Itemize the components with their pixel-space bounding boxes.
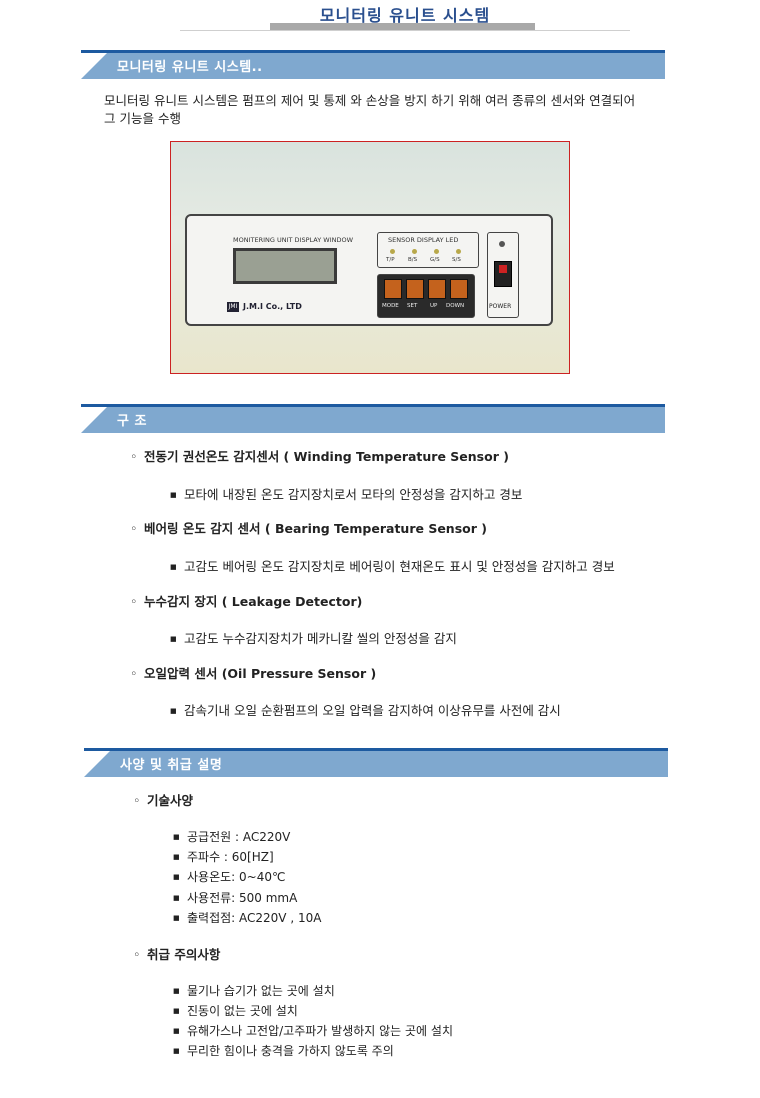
structure-item-heading: ◦베어링 온도 감지 센서 ( Bearing Temperature Sens… xyxy=(130,521,487,536)
led-indicator-icon xyxy=(412,249,417,254)
led-label: T/P xyxy=(386,257,395,263)
brand-logo-icon: JMI xyxy=(227,302,239,312)
caution-item: ■무리한 힘이나 충격을 가하지 않도록 주의 xyxy=(173,1044,394,1058)
square-bullet-icon: ■ xyxy=(170,563,177,571)
button-label: SET xyxy=(407,303,418,309)
square-bullet-icon: ■ xyxy=(170,707,177,715)
set-key-icon xyxy=(406,279,424,299)
corner-triangle-icon xyxy=(81,53,107,79)
button-label: DOWN xyxy=(446,303,465,309)
square-bullet-icon: ■ xyxy=(173,914,180,922)
sensor-led-label: SENSOR DISPLAY LED xyxy=(388,236,459,244)
power-switch-icon xyxy=(494,261,512,287)
section-header-specs: 사양 및 취급 설명 xyxy=(84,748,668,777)
title-underline xyxy=(270,23,535,30)
spec-item: ■사용전류: 500 mmA xyxy=(173,891,298,905)
lcd-display xyxy=(233,248,337,284)
page-title: 모니터링 유니트 시스템 xyxy=(319,6,491,25)
corner-triangle-icon xyxy=(84,751,110,777)
led-label: S/S xyxy=(452,257,461,263)
square-bullet-icon: ■ xyxy=(173,833,180,841)
control-button-group: MODE SET UP DOWN xyxy=(377,274,475,318)
circle-bullet-icon: ◦ xyxy=(133,947,141,962)
spec-item: ■공급전원 : AC220V xyxy=(173,830,291,844)
square-bullet-icon: ■ xyxy=(173,987,180,995)
square-bullet-icon: ■ xyxy=(170,635,177,643)
caution-item: ■물기나 습기가 없는 곳에 설치 xyxy=(173,984,335,998)
section-header-intro: 모니터링 유니트 시스템.. xyxy=(81,50,665,79)
intro-text: 모니터링 유니트 시스템은 펌프의 제어 및 통제 와 손상을 방지 하기 위해… xyxy=(104,93,636,126)
square-bullet-icon: ■ xyxy=(173,1047,180,1055)
structure-item-heading: ◦전동기 권선온도 감지센서 ( Winding Temperature Sen… xyxy=(130,449,509,464)
spec-item: ■출력접점: AC220V , 10A xyxy=(173,911,322,925)
device-panel: MONITERING UNIT DISPLAY WINDOW JMI J.M.I… xyxy=(185,214,553,326)
structure-item-heading: ◦오일압력 센서 (Oil Pressure Sensor ) xyxy=(130,666,377,681)
down-key-icon xyxy=(450,279,468,299)
power-group: POWER xyxy=(487,232,519,318)
display-window-label: MONITERING UNIT DISPLAY WINDOW xyxy=(233,236,354,244)
section-title: 모니터링 유니트 시스템.. xyxy=(117,60,263,75)
brand-name: J.M.I Co., LTD xyxy=(243,302,302,311)
led-label: B/S xyxy=(408,257,418,263)
structure-item-desc: ■고감도 베어링 온도 감지장치로 베어링이 현재온도 표시 및 안정성을 감지… xyxy=(170,559,615,574)
circle-bullet-icon: ◦ xyxy=(130,521,138,536)
square-bullet-icon: ■ xyxy=(173,873,180,881)
square-bullet-icon: ■ xyxy=(173,894,180,902)
section-title: 사양 및 취급 설명 xyxy=(120,758,223,773)
section-title: 구 조 xyxy=(117,414,147,429)
device-photo: MONITERING UNIT DISPLAY WINDOW JMI J.M.I… xyxy=(170,141,570,374)
structure-item-heading: ◦누수감지 장지 ( Leakage Detector) xyxy=(130,594,363,609)
square-bullet-icon: ■ xyxy=(173,853,180,861)
circle-bullet-icon: ◦ xyxy=(133,793,141,808)
sensor-led-group: SENSOR DISPLAY LED T/P B/S G/S S/S xyxy=(377,232,479,268)
spec-item: ■사용온도: 0~40℃ xyxy=(173,870,286,884)
spec-heading: ◦기술사양 xyxy=(133,793,194,808)
square-bullet-icon: ■ xyxy=(173,1007,180,1015)
mode-key-icon xyxy=(384,279,402,299)
page-header: 모니터링 유니트 시스템 xyxy=(180,0,630,32)
structure-item-desc: ■감속기내 오일 순환펌프의 오일 압력을 감지하여 이상유무를 사전에 감시 xyxy=(170,703,561,718)
structure-item-desc: ■고감도 누수감지장치가 메카니칼 씰의 안정성을 감지 xyxy=(170,631,457,646)
led-indicator-icon xyxy=(434,249,439,254)
title-divider xyxy=(180,30,630,31)
circle-bullet-icon: ◦ xyxy=(130,666,138,681)
caution-item: ■유해가스나 고전압/고주파가 발생하지 않는 곳에 설치 xyxy=(173,1024,453,1038)
square-bullet-icon: ■ xyxy=(173,1027,180,1035)
caution-heading: ◦취급 주의사항 xyxy=(133,947,221,962)
led-label: G/S xyxy=(430,257,440,263)
led-indicator-icon xyxy=(456,249,461,254)
section-header-structure: 구 조 xyxy=(81,404,665,433)
up-key-icon xyxy=(428,279,446,299)
circle-bullet-icon: ◦ xyxy=(130,594,138,609)
power-led-icon xyxy=(499,241,505,247)
corner-triangle-icon xyxy=(81,407,107,433)
button-label: UP xyxy=(430,303,438,309)
led-indicator-icon xyxy=(390,249,395,254)
button-label: MODE xyxy=(382,303,399,309)
square-bullet-icon: ■ xyxy=(170,491,177,499)
circle-bullet-icon: ◦ xyxy=(130,449,138,464)
spec-item: ■주파수 : 60[HZ] xyxy=(173,850,274,864)
power-label: POWER xyxy=(489,303,512,310)
caution-item: ■진동이 없는 곳에 설치 xyxy=(173,1004,298,1018)
structure-item-desc: ■모타에 내장된 온도 감지장치로서 모타의 안정성을 감지하고 경보 xyxy=(170,487,523,502)
